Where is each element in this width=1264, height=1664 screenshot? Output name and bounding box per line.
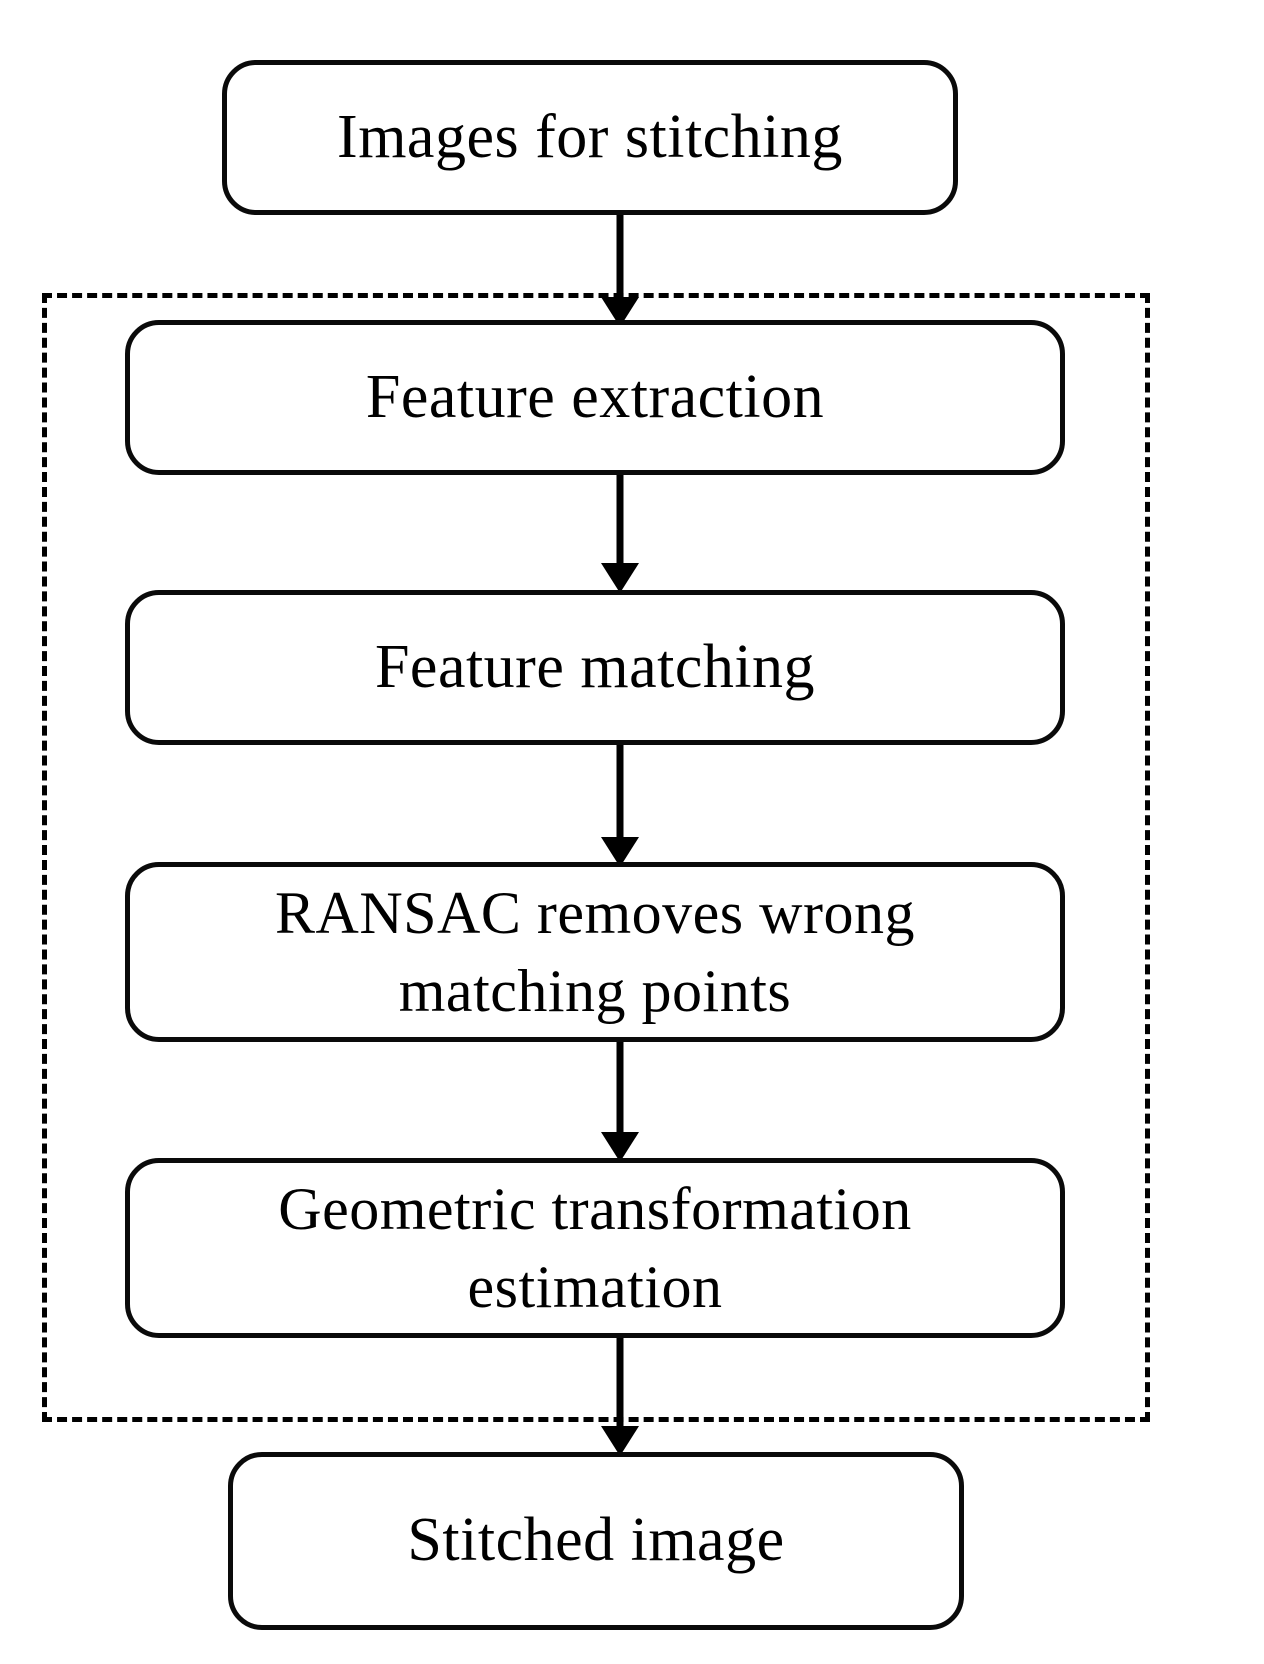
arrow-ransac-to-geometric-transformation — [600, 1042, 640, 1162]
node-label-images-for-stitching: Images for stitching — [337, 102, 843, 171]
arrow-shaft — [616, 475, 624, 565]
arrow-shaft — [616, 1338, 624, 1428]
arrow-feature-extraction-to-feature-matching — [600, 475, 640, 593]
arrow-feature-matching-to-ransac — [600, 745, 640, 867]
arrow-shaft — [616, 1042, 624, 1134]
node-feature-extraction[interactable]: Feature extraction — [125, 320, 1065, 475]
node-label-geometric-transformation-estimation: Geometric transformation estimation — [278, 1176, 912, 1320]
node-label-ransac-removes-wrong-matching-points: RANSAC removes wrong matching points — [275, 880, 915, 1024]
node-label-feature-matching: Feature matching — [374, 632, 816, 701]
arrow-head — [601, 1426, 639, 1456]
arrow-geometric-transformation-to-stitched-image — [600, 1338, 640, 1456]
node-ransac-removes-wrong-matching-points[interactable]: RANSAC removes wrong matching points — [125, 862, 1065, 1042]
arrow-shaft — [616, 215, 624, 299]
node-label-feature-extraction: Feature extraction — [365, 362, 825, 431]
dashed-group-rectangle — [42, 293, 1150, 1422]
arrow-shaft — [616, 745, 624, 839]
node-label-stitched-image: Stitched image — [407, 1506, 785, 1575]
node-geometric-transformation-estimation[interactable]: Geometric transformation estimation — [125, 1158, 1065, 1338]
node-stitched-image[interactable]: Stitched image — [228, 1452, 964, 1630]
arrow-head — [601, 1132, 639, 1162]
node-images-for-stitching[interactable]: Images for stitching — [222, 60, 958, 215]
arrow-head — [601, 563, 639, 593]
arrow-images-to-feature-extraction — [600, 215, 640, 327]
node-feature-matching[interactable]: Feature matching — [125, 590, 1065, 745]
